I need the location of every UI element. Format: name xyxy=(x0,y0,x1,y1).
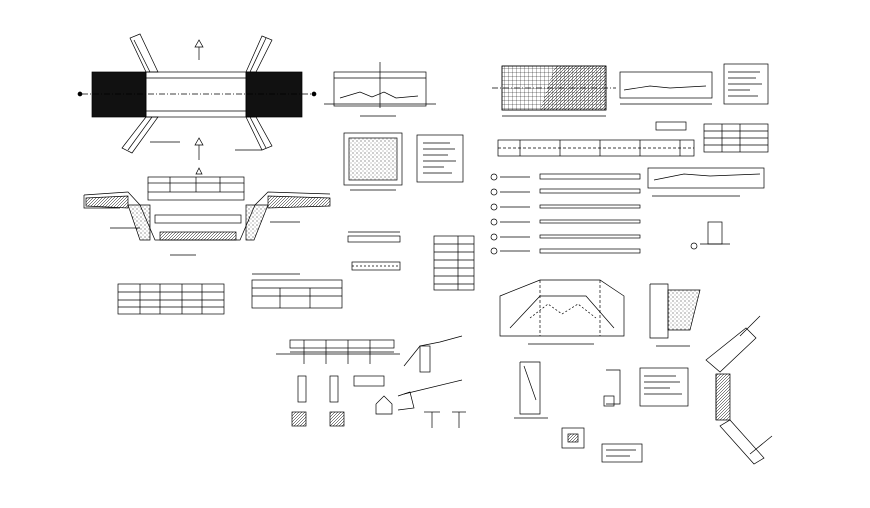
railing-elevation xyxy=(276,335,463,395)
notes-box xyxy=(416,134,464,183)
wing-wall-details xyxy=(649,283,701,347)
quantity-tables xyxy=(117,235,475,315)
hatched-slab-detail xyxy=(343,132,403,191)
wing-wall-plan xyxy=(705,315,773,465)
reinforcement-plan xyxy=(492,63,769,117)
abutment-plan xyxy=(499,279,625,345)
small-details xyxy=(291,361,689,463)
deck-strip-details xyxy=(347,231,401,271)
longitudinal-elevation xyxy=(497,121,769,157)
bridge-cross-section xyxy=(83,167,331,256)
elevation-detail xyxy=(324,62,436,117)
bridge-plan-view xyxy=(77,33,317,160)
bar-schedule xyxy=(490,167,765,255)
